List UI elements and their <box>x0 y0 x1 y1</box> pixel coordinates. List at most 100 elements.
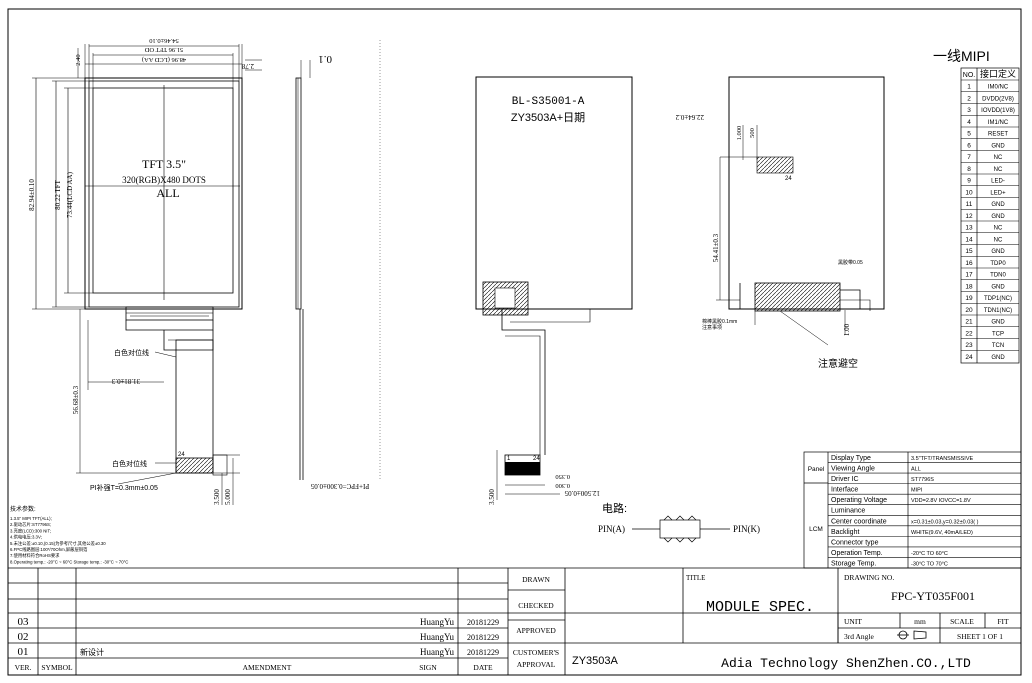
dim-500: 500 <box>749 128 756 138</box>
pin-definition: DVDD(2V8) <box>982 96 1014 102</box>
back-label-1: BL-S35001-A <box>512 96 585 108</box>
dim-pi-fpc: PI+FPC=0.300±0.05 <box>310 482 369 490</box>
label-align-1: 白色对位线 <box>114 348 149 357</box>
pin-definition: GND <box>991 214 1005 220</box>
dim-31-81: 31.81±0.3 <box>111 377 140 385</box>
back-pin1: 1 <box>507 456 511 462</box>
dim-56-68: 56.68±0.3 <box>72 385 80 414</box>
dim-top-va: 48.96 (LCD AA) <box>142 56 186 63</box>
pin-definition: GND <box>991 249 1005 255</box>
spec-panel-label: Panel <box>808 466 825 473</box>
front-all: ALL <box>156 186 179 200</box>
rev-sign: HuangYu <box>420 632 454 642</box>
rev-ver: 02 <box>18 631 29 643</box>
pin-definition: TDN0 <box>990 273 1006 279</box>
dim-1-000: 1.000 <box>736 126 743 141</box>
pin-number: 8 <box>967 166 971 173</box>
sheet-border <box>7 8 1022 676</box>
dim-left-outline: 82.94±0.10 <box>28 179 36 211</box>
spec-key: Display Type <box>831 455 871 462</box>
spec-value: VDD=2.8V IOVCC=1.8V <box>911 498 971 504</box>
dim-0-1: 0.1 <box>318 53 332 65</box>
pin-number: 21 <box>965 319 973 326</box>
spec-value: -20°C TO 60°C <box>911 551 948 557</box>
tb-col-sign: SIGN <box>419 663 437 672</box>
tb-scale-label: SCALE <box>950 617 974 626</box>
section-note-c: 注意事项 <box>702 324 722 331</box>
pin-number: 23 <box>965 342 973 349</box>
tb-drawing-no: FPC-YT035F001 <box>891 589 975 603</box>
notes-title: 技术参数: <box>10 505 36 513</box>
tb-scale: FIT <box>997 617 1009 626</box>
pin-number: 6 <box>967 142 971 149</box>
front-title: TFT 3.5" <box>142 157 186 171</box>
pin-definition: GND <box>991 320 1005 326</box>
spec-key: Operation Temp. <box>831 550 883 557</box>
tb-unit-label: UNIT <box>844 617 862 626</box>
front-view <box>32 44 262 505</box>
pin-definition: IM0/NC <box>988 85 1009 91</box>
dim-12-500: 12.500±0.05 <box>564 489 600 497</box>
tech-notes: 技术参数: 1.3.5" MIPI TFT(ALL);2.驱动芯片:ST7796… <box>10 505 128 564</box>
section-pin24: 24 <box>785 176 792 182</box>
rev-amendment: 新设计 <box>80 647 104 657</box>
rev-sign: HuangYu <box>420 647 454 657</box>
spec-key: Operating Voltage <box>831 497 887 504</box>
pin-number: 16 <box>965 260 973 267</box>
dim-top-a: 54.46±0.10 <box>149 37 179 44</box>
tb-unit: mm <box>914 617 926 626</box>
pin-number: 11 <box>966 201 973 208</box>
spec-key: Interface <box>831 487 858 494</box>
rev-ver: 01 <box>18 646 29 658</box>
tb-title-label: TITLE <box>686 574 705 582</box>
pin-definition: TDN1(NC) <box>984 308 1012 314</box>
tb-approved: APPROVED <box>516 626 556 635</box>
circuit-diagram <box>632 515 730 543</box>
circuit-pin-a: PIN(A) <box>598 524 625 534</box>
pin-definition: TCN <box>992 343 1004 349</box>
pin-definition: LED+ <box>990 190 1006 196</box>
dim-0-300: 0.300 <box>555 482 570 489</box>
tb-customer-1: CUSTOMER'S <box>513 648 559 657</box>
tb-drawn: DRAWN <box>522 575 550 584</box>
tb-customer-value: ZY3503A <box>572 655 619 667</box>
spec-lcm-label: LCM <box>809 526 823 533</box>
pin-definition: NC <box>994 167 1003 173</box>
dim-0-350: 0.350 <box>555 473 570 480</box>
dim-1-00: 1.00 <box>843 323 851 336</box>
spec-value: x=0.31±0.03,y=0.32±0.03( ) <box>911 519 979 525</box>
dim-2-40: 2.40 <box>75 54 82 65</box>
circuit-pin-k: PIN(K) <box>733 524 760 534</box>
pin-definition: GND <box>991 355 1005 361</box>
rev-sign: HuangYu <box>420 617 454 627</box>
front-resolution: 320(RGB)X480 DOTS <box>122 175 206 185</box>
tb-col-date: DATE <box>473 663 493 672</box>
spec-value: 3.5"TFT/TRANSMISSIVE <box>911 456 973 462</box>
pin-table-header: 一线MIPI <box>933 48 990 64</box>
tb-angle: 3rd Angle <box>844 632 874 641</box>
pin-definition: TDP0 <box>990 261 1006 267</box>
pin-number: 17 <box>965 272 973 279</box>
dim-left-tft: 80.22 TFT <box>54 179 62 210</box>
note-line: 3.亮度(LCD):300 NIT; <box>10 527 51 534</box>
note-line: 2.驱动芯片:ST7796S; <box>10 521 51 528</box>
dim-left-aa: 73.44(LCD AA) <box>66 171 74 218</box>
pin-number: 7 <box>967 154 971 161</box>
spec-key: Backlight <box>831 529 859 536</box>
pin-definition: TDP1(NC) <box>984 296 1012 302</box>
pin-number: 20 <box>965 307 973 314</box>
circuit-title: 电路: <box>602 502 627 515</box>
dim-2-78: 2.78 <box>241 62 254 70</box>
pin-number: 19 <box>965 295 973 302</box>
dim-3-500-back: 3.500 <box>488 489 496 505</box>
dim-3-500-front: 3.500 <box>213 489 221 505</box>
tb-col-symbol: SYMBOL <box>41 663 73 672</box>
front-pin24: 24 <box>178 452 185 458</box>
spec-key: Connector type <box>831 539 879 546</box>
pin-definition: GND <box>991 284 1005 290</box>
dim-54-41: 54.41±0.3 <box>712 233 720 262</box>
tb-checked: CHECKED <box>518 601 554 610</box>
pin-number: 15 <box>965 248 973 255</box>
